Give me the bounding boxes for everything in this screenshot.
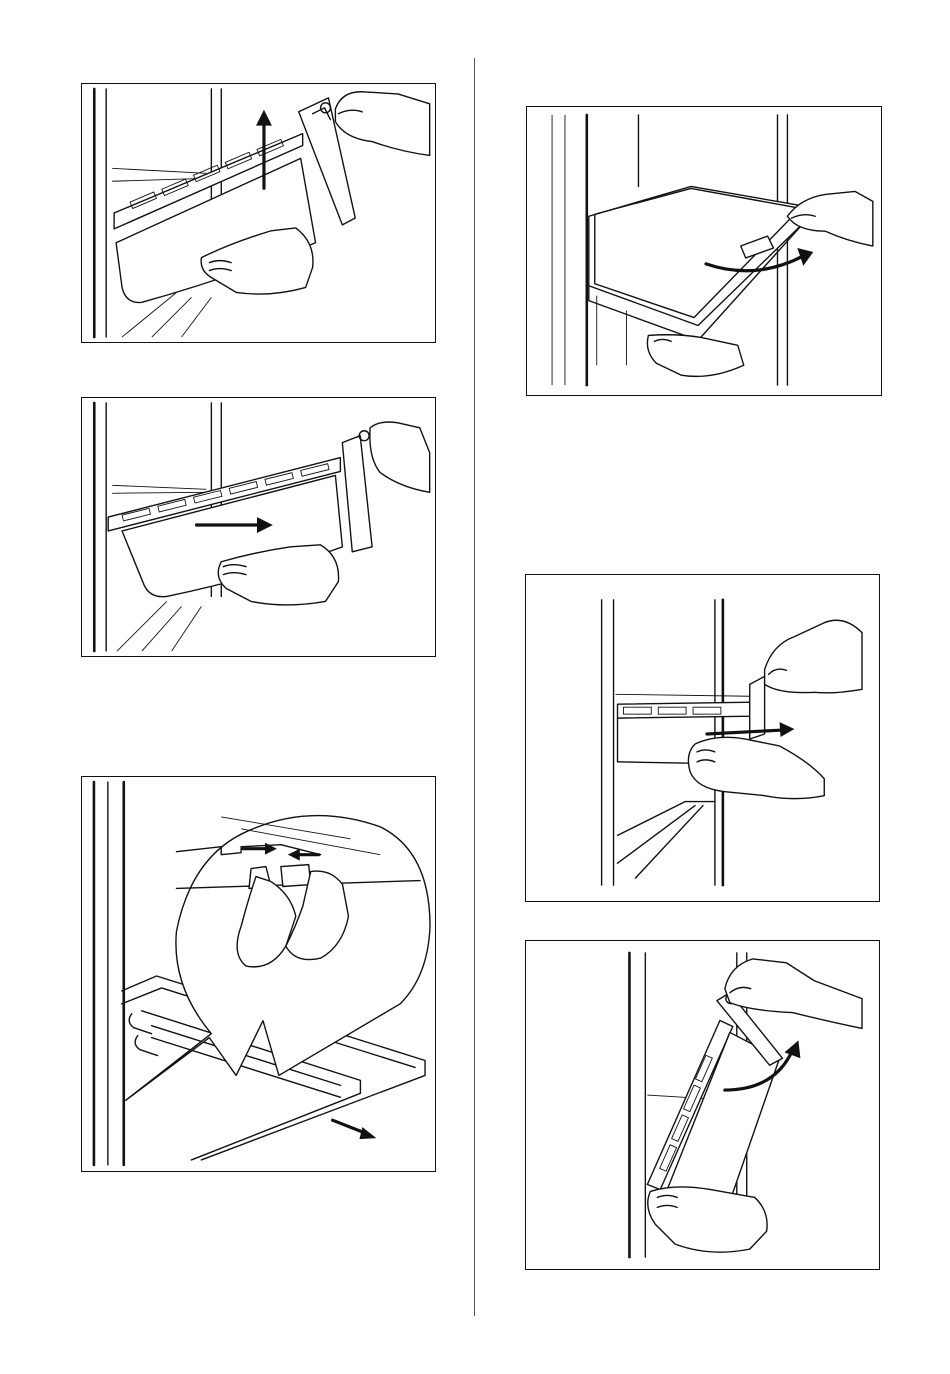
figure-tilt-glass-shelf	[526, 106, 882, 396]
figure-slide-drawer-out	[81, 397, 436, 657]
figure-release-shelf-clips	[81, 776, 436, 1172]
release-shelf-clips-illustration	[82, 777, 435, 1171]
slide-drawer-out-illustration	[82, 398, 435, 656]
column-divider	[474, 58, 475, 1316]
figure-lift-drawer-up	[81, 83, 436, 343]
figure-lift-drawer-rotate	[525, 940, 880, 1270]
lift-drawer-up-illustration	[82, 84, 435, 342]
pull-drawer-out-illustration	[526, 575, 879, 901]
lift-drawer-rotate-illustration	[526, 941, 879, 1269]
figure-pull-drawer-out	[525, 574, 880, 902]
tilt-glass-shelf-illustration	[527, 107, 881, 395]
